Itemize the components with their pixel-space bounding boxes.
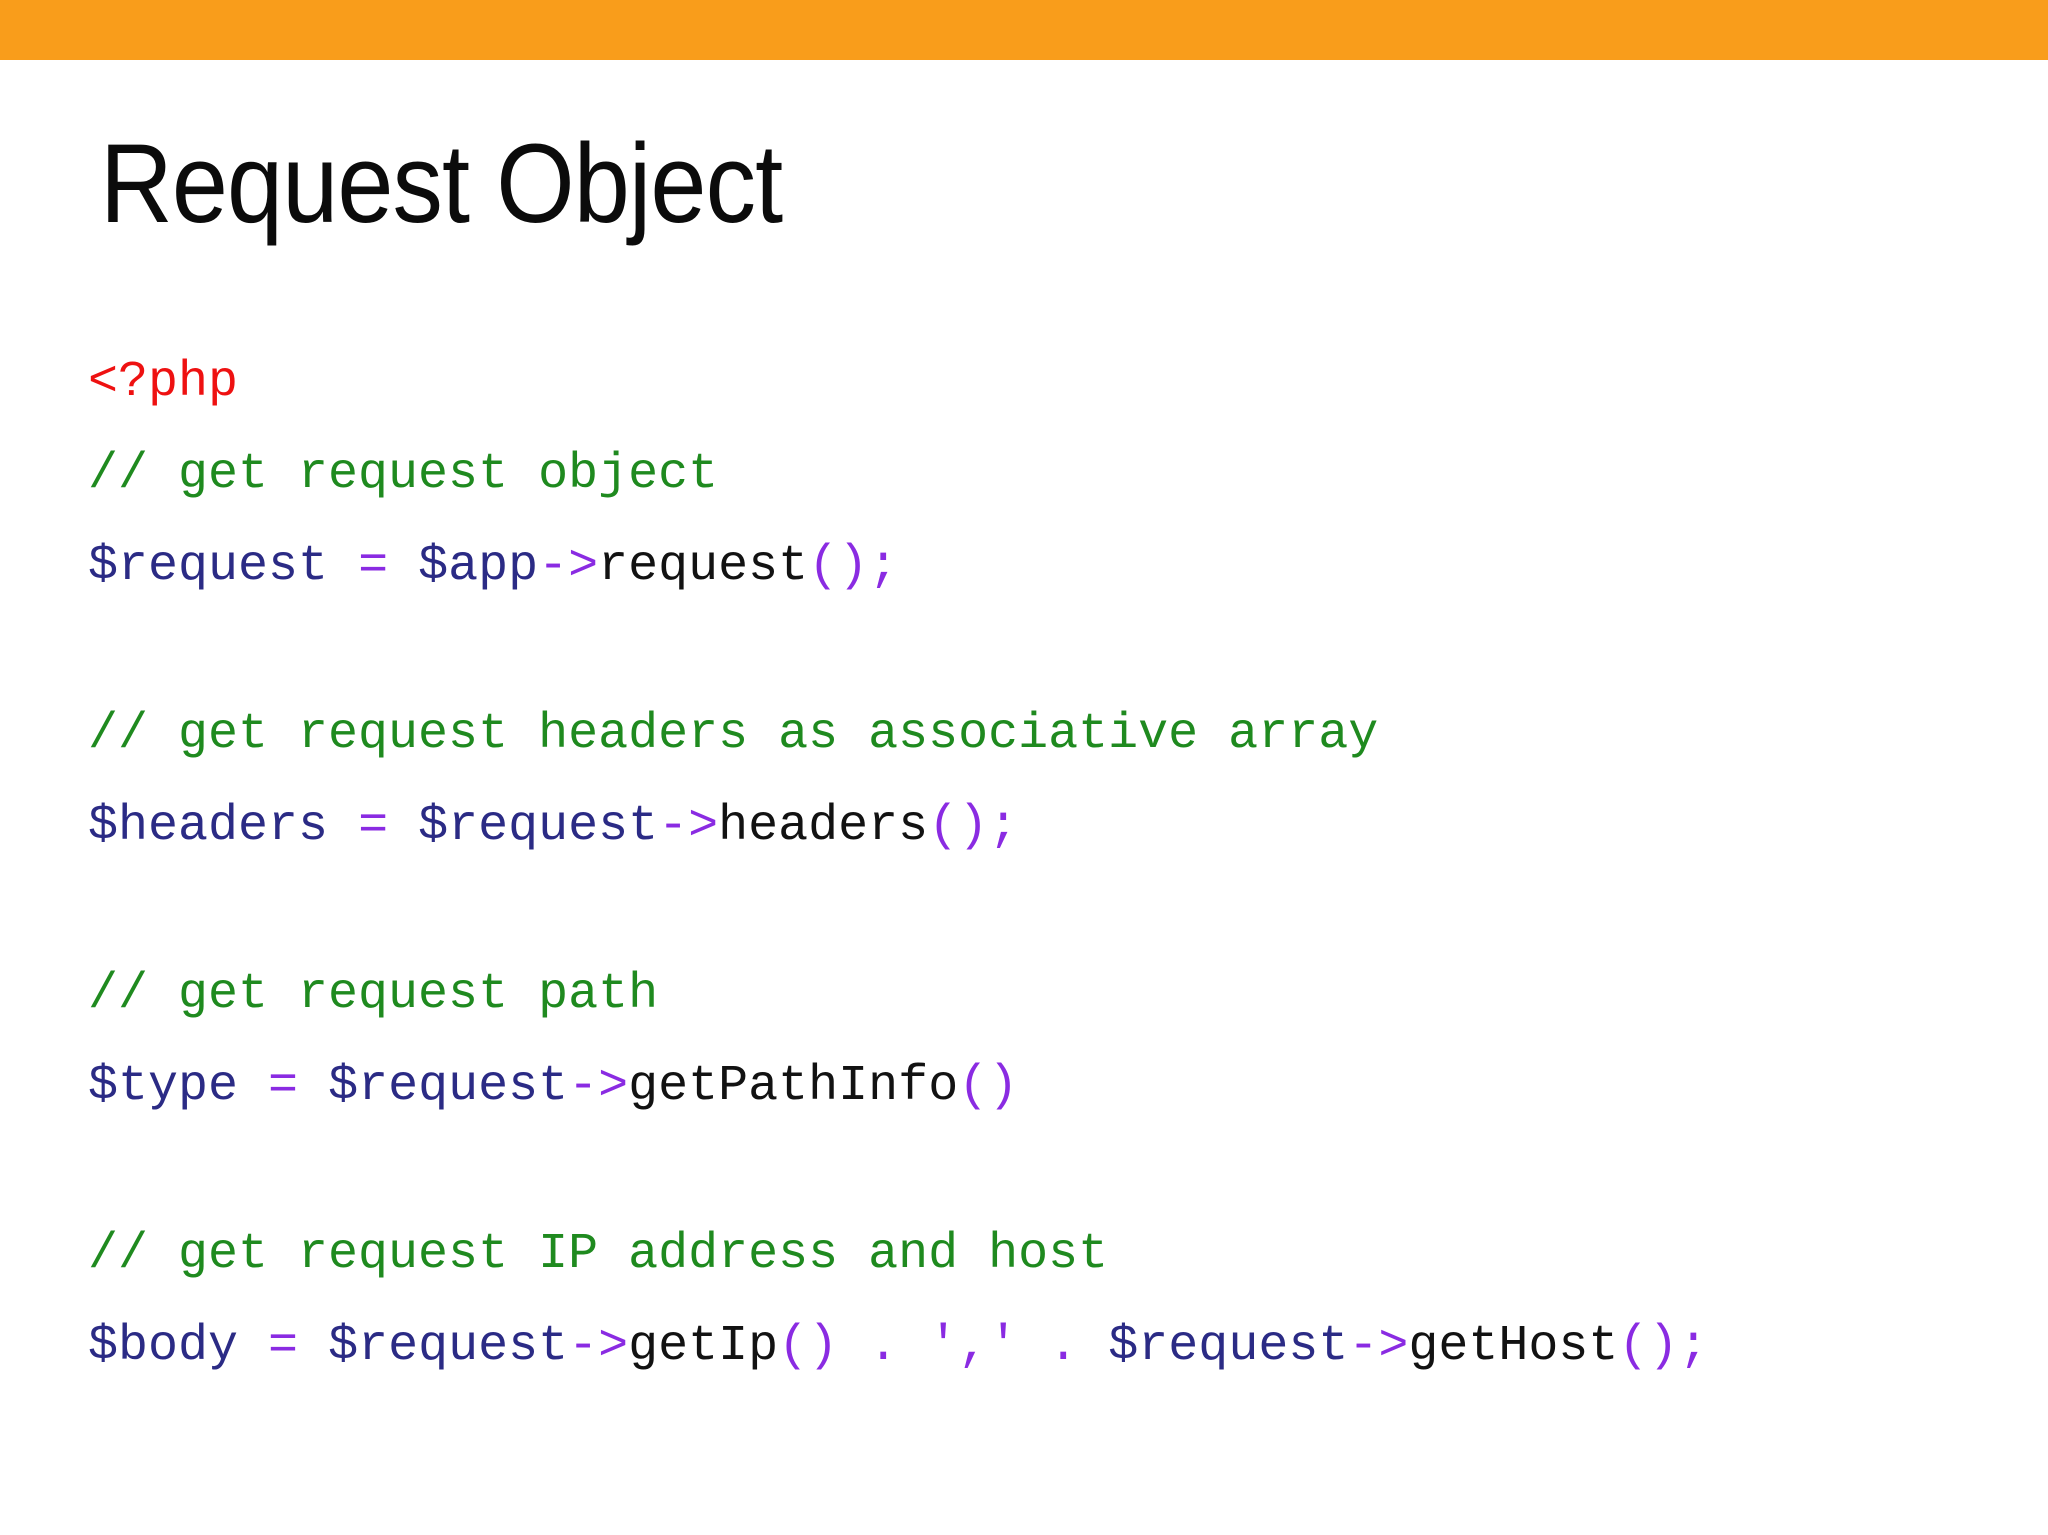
code-token-op: (); (1618, 1318, 1709, 1375)
code-token-op: = (358, 798, 389, 855)
code-block: <?php // get request object $request = $ap… (88, 337, 1708, 1393)
code-token-fn: request (598, 538, 809, 595)
code-token-fn: headers (718, 798, 929, 855)
code-token-fn: getPathInfo (628, 1058, 959, 1115)
code-token-comment: // get request object (88, 446, 719, 503)
code-token-op: (); (808, 538, 899, 595)
code-token-plain (1018, 1318, 1048, 1375)
code-token-tag: <?php (88, 354, 239, 411)
code-token-op: = (358, 538, 389, 595)
code-group: <?php // get request object $request = $ap… (88, 337, 1708, 613)
code-line: $type = $request->getPathInfo() (88, 1041, 1708, 1133)
code-group: // get request headers as associative ar… (88, 689, 1708, 873)
code-line: $headers = $request->headers(); (88, 781, 1708, 873)
code-token-op: -> (538, 538, 599, 595)
code-line: // get request IP address and host (88, 1209, 1708, 1301)
accent-bar (0, 0, 2048, 60)
code-token-var: $headers (88, 798, 329, 855)
code-token-op: -> (658, 798, 719, 855)
code-token-op: . (868, 1318, 899, 1375)
code-token-fn: getHost (1408, 1318, 1619, 1375)
page-title: Request Object (100, 121, 783, 246)
code-token-plain (328, 798, 358, 855)
code-token-plain (238, 1318, 268, 1375)
code-token-op: () (958, 1058, 1019, 1115)
code-token-comment: // get request path (88, 966, 659, 1023)
code-token-plain (838, 1318, 868, 1375)
code-token-var: $request (88, 538, 329, 595)
code-line: // get request headers as associative ar… (88, 689, 1708, 781)
code-token-plain (328, 538, 358, 595)
code-token-plain (298, 1318, 328, 1375)
code-token-fn: getIp (628, 1318, 779, 1375)
code-line: $body = $request->getIp() . ',' . $reque… (88, 1301, 1708, 1393)
code-token-plain (238, 1058, 268, 1115)
code-token-var: $request (328, 1058, 569, 1115)
code-token-op: . (1048, 1318, 1079, 1375)
code-token-var: $type (88, 1058, 239, 1115)
code-line: $request = $app->request(); (88, 521, 1708, 613)
code-group: // get request path $type = $request->get… (88, 949, 1708, 1133)
code-token-op: (); (928, 798, 1019, 855)
code-line: // get request object (88, 429, 1708, 521)
code-token-plain (1078, 1318, 1108, 1375)
code-token-op: -> (568, 1318, 629, 1375)
code-token-op: -> (1348, 1318, 1409, 1375)
code-line: <?php (88, 337, 1708, 429)
code-token-op: = (268, 1058, 299, 1115)
code-token-plain (388, 798, 418, 855)
code-token-var: $request (328, 1318, 569, 1375)
code-token-var: $request (418, 798, 659, 855)
code-token-op: -> (568, 1058, 629, 1115)
code-token-op: () (778, 1318, 839, 1375)
code-group: // get request IP address and host $body … (88, 1209, 1708, 1393)
code-token-comment: // get request headers as associative ar… (88, 706, 1379, 763)
code-token-var: $body (88, 1318, 239, 1375)
code-line: // get request path (88, 949, 1708, 1041)
code-token-var: $app (418, 538, 539, 595)
code-token-plain (898, 1318, 928, 1375)
code-token-comment: // get request IP address and host (88, 1226, 1109, 1283)
code-token-plain (298, 1058, 328, 1115)
code-token-var: $request (1108, 1318, 1349, 1375)
code-token-op: = (268, 1318, 299, 1375)
code-token-str: ',' (928, 1318, 1019, 1375)
code-token-plain (388, 538, 418, 595)
